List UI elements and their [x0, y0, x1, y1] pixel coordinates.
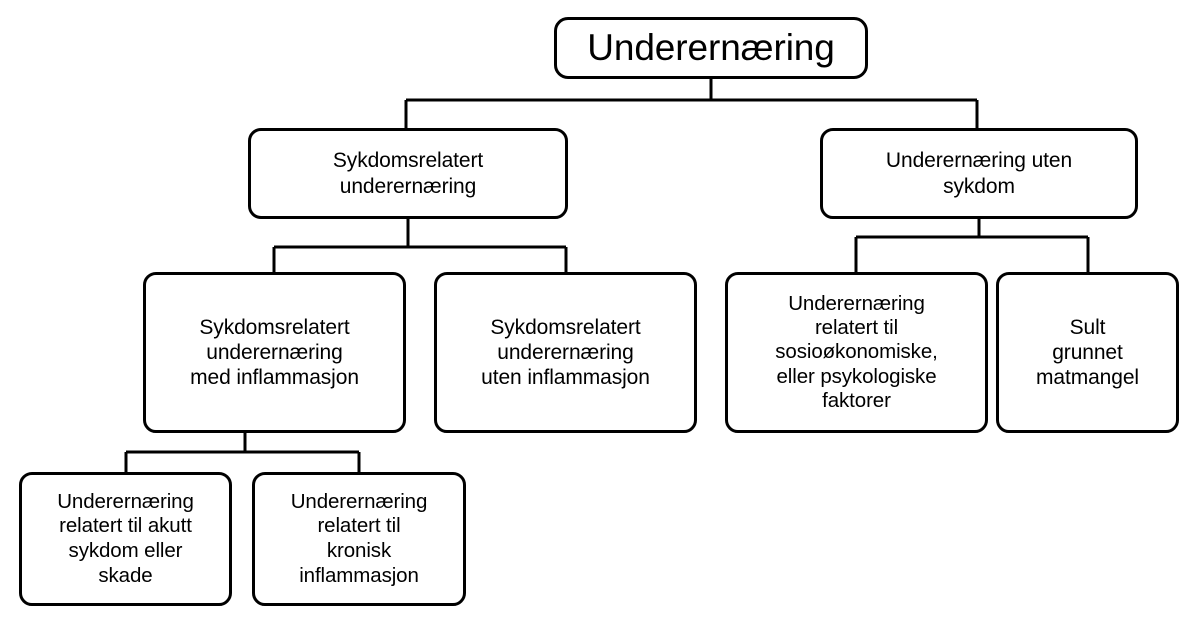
node-kronisk-inflammasjon[interactable]: Underernæring relatert til kronisk infla…	[252, 472, 466, 606]
node-underernaering-uten-sykdom[interactable]: Underernæring uten sykdom	[820, 128, 1138, 219]
node-label: Sykdomsrelatert underernæring	[332, 149, 484, 198]
node-label: Underernæring relatert til kronisk infla…	[290, 489, 428, 587]
node-label: Underernæring	[587, 26, 835, 68]
node-akutt-sykdom-eller-skade[interactable]: Underernæring relatert til akutt sykdom …	[19, 472, 232, 606]
node-label: Sykdomsrelatert underernæring uten infla…	[481, 315, 650, 390]
node-uten-inflammasjon[interactable]: Sykdomsrelatert underernæring uten infla…	[434, 272, 697, 433]
node-med-inflammasjon[interactable]: Sykdomsrelatert underernæring med inflam…	[143, 272, 406, 433]
node-label: Underernæring uten sykdom	[885, 149, 1073, 198]
node-label: Sykdomsrelatert underernæring med inflam…	[190, 315, 359, 390]
node-label: Underernæring relatert til sosioøkonomis…	[775, 291, 938, 413]
node-sosiookonomiske-psykologiske-faktorer[interactable]: Underernæring relatert til sosioøkonomis…	[725, 272, 988, 433]
node-label: Sult grunnet matmangel	[1036, 315, 1139, 390]
node-underernaering-root[interactable]: Underernæring	[554, 17, 868, 79]
node-sykdomsrelatert-underernaering[interactable]: Sykdomsrelatert underernæring	[248, 128, 568, 219]
node-sult-grunnet-matmangel[interactable]: Sult grunnet matmangel	[996, 272, 1179, 433]
node-label: Underernæring relatert til akutt sykdom …	[57, 489, 194, 587]
